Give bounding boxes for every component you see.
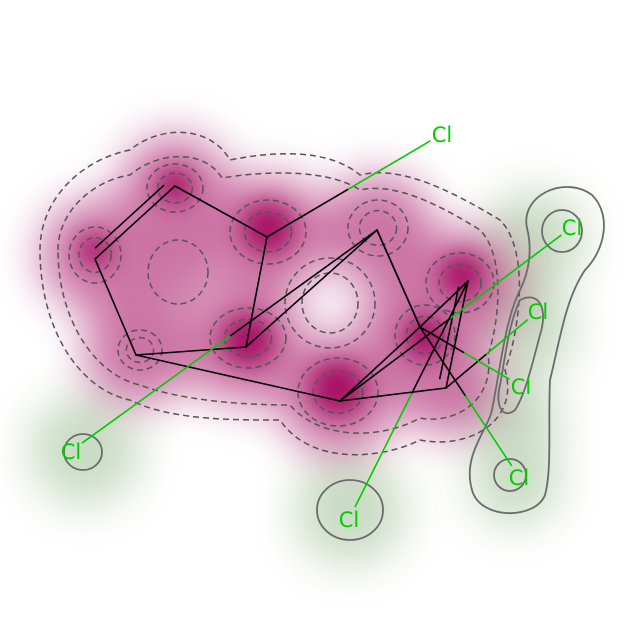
bond <box>449 234 562 320</box>
positive-contour <box>146 163 204 213</box>
bond <box>245 236 268 348</box>
bond-second-line <box>438 286 460 380</box>
negative-blob <box>30 395 140 505</box>
negative-contour <box>497 296 544 415</box>
positive-contour <box>229 199 307 265</box>
positive-contour <box>394 304 456 366</box>
positive-contour <box>156 172 194 204</box>
positive-contour <box>405 315 445 355</box>
positive-contour <box>117 329 163 371</box>
positive-blob <box>398 335 498 435</box>
positive-contour <box>301 272 359 334</box>
bond <box>464 395 513 467</box>
positive-contour <box>284 257 376 349</box>
bond <box>419 326 466 354</box>
positive-contour <box>57 155 499 434</box>
positive-contour <box>125 336 155 364</box>
bond <box>339 387 447 402</box>
bond <box>419 280 469 328</box>
positive-contour <box>223 318 273 358</box>
negative-blob <box>295 455 405 565</box>
positive-core-blob <box>440 253 484 297</box>
bond <box>135 354 341 402</box>
bond <box>376 229 421 328</box>
negative-contour <box>468 186 605 515</box>
bond <box>94 258 137 356</box>
bond <box>354 392 413 508</box>
bond <box>228 229 378 338</box>
positive-contour <box>78 236 112 274</box>
bond-layer <box>81 140 562 508</box>
bond <box>445 353 488 389</box>
bond <box>419 326 467 397</box>
positive-contour <box>358 209 398 247</box>
chlorine-atom-label: Cl <box>562 216 583 240</box>
positive-contour <box>347 199 409 257</box>
positive-core-blob <box>79 234 111 266</box>
positive-blob <box>85 295 195 405</box>
bond <box>347 140 431 190</box>
positive-contour <box>39 131 521 456</box>
bond <box>81 335 231 444</box>
chlorine-atom-label: Cl <box>528 300 549 324</box>
negative-contour <box>63 433 103 471</box>
bond-second-line <box>94 184 165 249</box>
bond <box>485 319 529 355</box>
contour-lines <box>39 131 605 541</box>
positive-contour <box>147 239 209 305</box>
bond <box>174 185 268 238</box>
chlorine-atom-label: Cl <box>509 466 530 490</box>
bond <box>410 280 469 395</box>
bond <box>445 280 469 389</box>
positive-contour <box>209 307 287 369</box>
bond <box>94 185 176 260</box>
negative-blob <box>470 435 560 525</box>
positive-blob <box>323 175 433 285</box>
chlorine-atom-label: Cl <box>339 508 360 532</box>
positive-contour <box>68 226 122 284</box>
positive-contour <box>297 357 379 427</box>
positive-blob <box>135 225 215 305</box>
negative-contour <box>541 209 583 253</box>
positive-contour <box>438 263 482 303</box>
chlorine-atom-label: Cl <box>511 375 532 399</box>
negative-contour <box>493 458 527 492</box>
chlorine-atom-label: Cl <box>61 440 82 464</box>
positive-contour <box>243 211 293 253</box>
bond <box>339 317 452 402</box>
positive-contour <box>425 252 495 314</box>
bond <box>266 188 350 238</box>
bond <box>245 229 378 348</box>
bond <box>135 346 247 356</box>
bond <box>339 326 421 402</box>
positive-contour <box>312 370 364 414</box>
chlorine-atom-label: Cl <box>432 123 453 147</box>
negative-contour <box>316 479 384 541</box>
bond <box>463 352 510 380</box>
